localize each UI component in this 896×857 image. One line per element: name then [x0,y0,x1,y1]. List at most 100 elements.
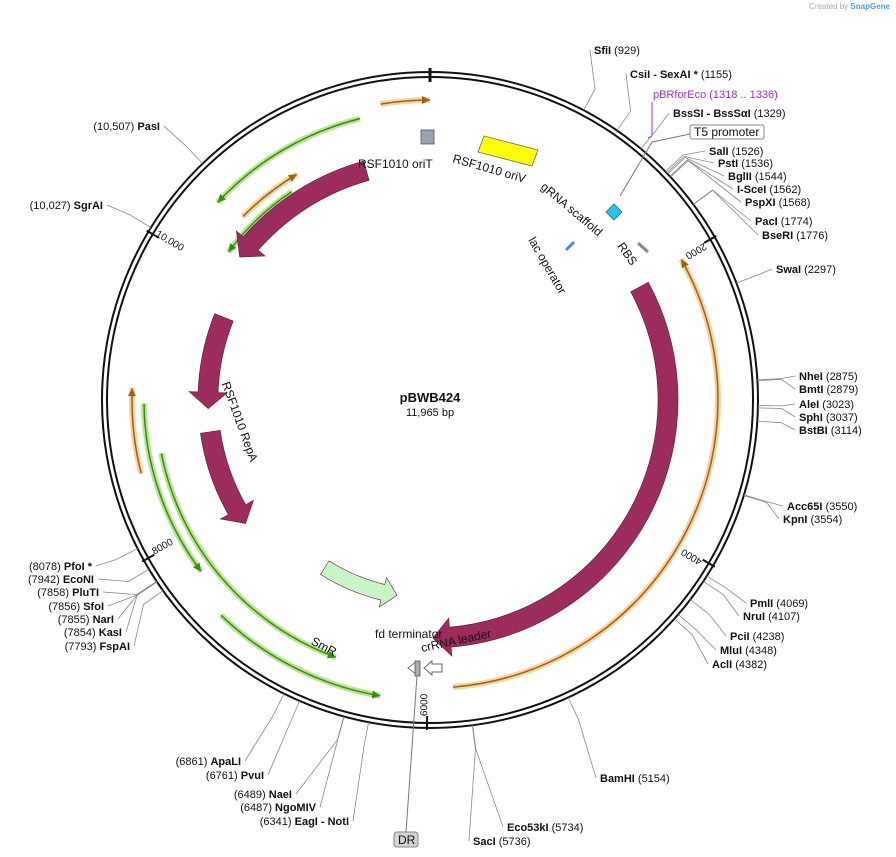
site-name: SwaI [776,264,804,276]
site-label[interactable]: CsiI - SexAI * (1155) [630,69,732,81]
site-label[interactable]: BmtI (2879) [799,384,858,396]
grna-leader-line [619,141,653,197]
feature-smr [320,560,398,608]
site-leader-line [693,189,759,236]
feature-rsf1010-repb [236,160,370,258]
site-leader-line [244,693,285,762]
site-label[interactable]: (6487) NgoMIV [240,802,316,814]
site-label[interactable]: PspXI (1568) [745,197,810,209]
site-leader-line [616,73,632,131]
site-label[interactable]: SalI (1526) [709,146,763,158]
site-label[interactable]: BglII (1544) [728,171,787,183]
site-label[interactable]: PacI (1774) [755,216,812,228]
label-dr: DR [398,833,416,847]
t5-leader-line [651,133,691,143]
site-name: Acc65I [787,501,826,513]
site-leader-line [689,599,727,637]
site-label[interactable]: BamHI (5154) [600,773,670,785]
orf-arrow-line [160,453,337,659]
site-position: (4382) [735,659,767,671]
site-label[interactable]: NheI (2875) [799,371,858,383]
bp-tick-label: 6000 [419,693,430,716]
feature-rsf1010-repc [200,430,255,524]
site-label[interactable]: (6341) EagI - NotI [260,816,349,828]
site-leader-line [295,716,345,795]
site-leader-line [757,375,796,381]
site-label[interactable]: (7793) FspAI [65,641,130,653]
site-leader-line [666,155,715,174]
restriction-sites: SfiI (929)CsiI - SexAI * (1155)pBRforEco… [28,45,862,848]
site-position: (5734) [552,822,584,834]
site-position: (5736) [499,836,531,848]
bp-tick-label: 8000 [150,537,175,558]
orf-arrow-line [452,259,719,688]
orf-arrow-head [422,96,430,104]
site-label[interactable]: (7942) EcoNI [28,574,94,586]
site-name: BmtI [799,384,827,396]
site-label[interactable]: SacI (5736) [473,836,530,848]
site-name: Eco53kI [507,822,552,834]
site-leader-line [677,614,717,651]
site-position: (4348) [745,645,777,657]
label-grna-scaffold: gRNA scaffold [538,180,605,239]
site-label[interactable]: PstI (1536) [718,158,773,170]
site-leader-line [640,112,670,149]
site-label[interactable]: (8078) PfoI * [29,561,93,573]
site-label[interactable]: Eco53kI (5734) [507,822,583,834]
label-lac-operator: lac operator [525,235,569,297]
site-label[interactable]: (10,507) PasI [93,121,160,133]
site-label[interactable]: PciI (4238) [730,631,784,643]
site-name: PvuI [241,770,264,782]
site-label[interactable]: NruI (4107) [743,611,800,623]
feature-dr-block [414,660,421,677]
plasmid-name: pBWB424 [400,390,461,405]
site-label[interactable]: SfiI (929) [594,45,640,57]
site-name: SphI [799,412,826,424]
site-name: AleI [799,399,822,411]
site-label[interactable]: SphI (3037) [799,412,858,424]
site-label[interactable]: (6861) ApaLI [176,756,241,768]
site-leader-line [472,725,504,828]
site-name: BstBI [799,425,831,437]
site-label[interactable]: (7856) SfoI [48,601,104,613]
site-name: PluTI [72,587,99,599]
site-position: (3550) [826,501,858,513]
site-name: PfoI * [64,561,93,573]
plasmid-size: 11,965 bp [406,407,454,419]
bp-tick-label: 4000 [679,546,704,567]
site-label[interactable]: AleI (3023) [799,399,854,411]
site-label[interactable]: (7855) NarI [58,614,114,626]
site-label[interactable]: (6489) NaeI [234,789,292,801]
site-label[interactable]: KpnI (3554) [783,514,842,526]
orf-arrow-glow [218,613,381,699]
site-name: SacI [473,836,499,848]
site-label[interactable]: Acc65I (3550) [787,501,857,513]
site-label[interactable]: SwaI (2297) [776,264,836,276]
site-label[interactable]: BseRI (1776) [762,230,828,242]
site-name: EagI - NotI [295,816,349,828]
site-name: PciI [730,631,753,643]
site-label[interactable]: BstBI (3114) [799,425,862,437]
site-label[interactable]: I-SceI (1562) [737,184,801,196]
bp-tick [146,229,160,239]
site-position: (3114) [831,425,862,437]
site-position: (4069) [776,598,808,610]
site-label[interactable]: MluI (4348) [720,645,777,657]
site-leader-line [106,204,152,229]
site-label[interactable]: BssSI - BssSαI (1329) [673,108,786,120]
site-position: (1562) [769,184,801,196]
site-position: (1774) [781,216,813,228]
site-leader-line [743,495,780,520]
site-label[interactable]: (6761) PvuI [206,770,264,782]
site-label[interactable]: (7858) PluTI [37,587,99,599]
site-name: AclI [712,659,735,671]
orf-arrow-head [228,243,237,253]
site-position: (4107) [768,611,800,623]
site-label[interactable]: PmlI (4069) [750,598,808,610]
site-leader-line [703,581,740,617]
site-name: BssSI - BssSαI [673,108,754,120]
site-label[interactable]: (10,027) SgrAI [30,200,103,212]
site-position: (7856) [48,601,83,613]
site-label[interactable]: (7854) KasI [64,627,122,639]
site-label[interactable]: AclI (4382) [712,659,767,671]
